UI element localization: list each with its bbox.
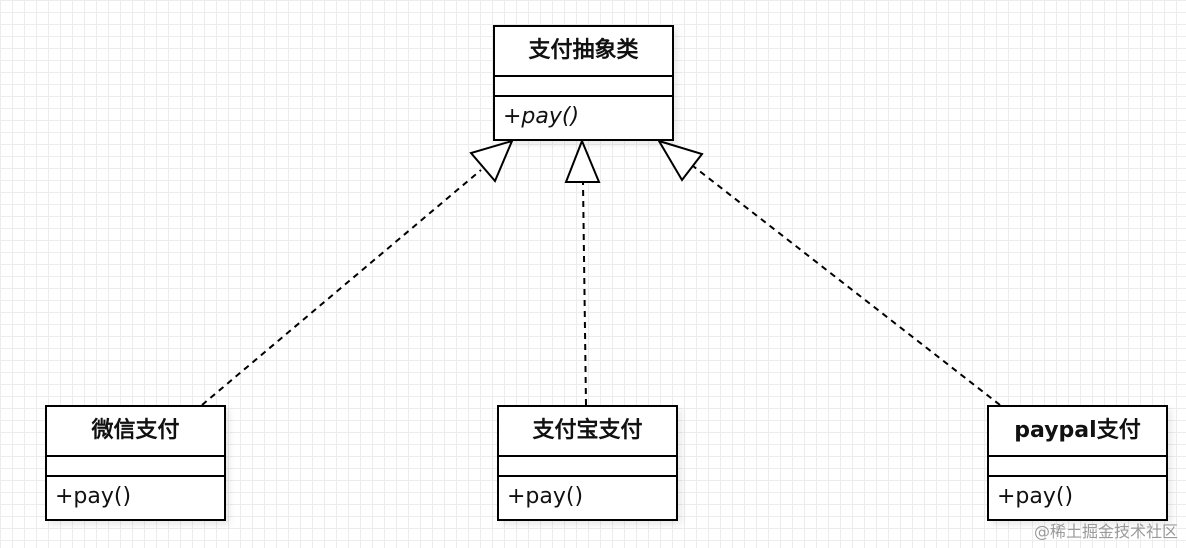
watermark-text: @稀土掘金技术社区	[1033, 522, 1178, 541]
class-name: 支付抽象类	[495, 27, 672, 77]
attributes-compartment	[47, 457, 224, 477]
attributes-compartment	[499, 457, 676, 477]
class-name: 微信支付	[47, 407, 224, 457]
uml-class-paypal[interactable]: paypal支付 +pay()	[987, 405, 1168, 521]
attributes-compartment	[989, 457, 1166, 477]
operation-pay: +pay()	[997, 484, 1074, 509]
realization-arrowhead-alipay	[564, 138, 601, 183]
uml-class-alipay[interactable]: 支付宝支付 +pay()	[497, 405, 678, 521]
realization-line-paypal	[692, 165, 1001, 406]
uml-class-abstract-payment[interactable]: 支付抽象类 +pay()	[493, 25, 674, 141]
operation-pay: +pay()	[507, 484, 584, 509]
realization-arrowhead-paypal	[656, 139, 704, 182]
attributes-compartment	[495, 77, 672, 97]
uml-class-wechat-pay[interactable]: 微信支付 +pay()	[45, 405, 226, 521]
realization-arrowhead-wechat	[469, 139, 514, 183]
operation-pay: +pay()	[503, 104, 580, 129]
operation-pay: +pay()	[55, 484, 132, 509]
realization-line-alipay	[582, 181, 587, 406]
realization-line-wechat	[201, 169, 482, 406]
class-name: paypal支付	[989, 407, 1166, 457]
class-name: 支付宝支付	[499, 407, 676, 457]
